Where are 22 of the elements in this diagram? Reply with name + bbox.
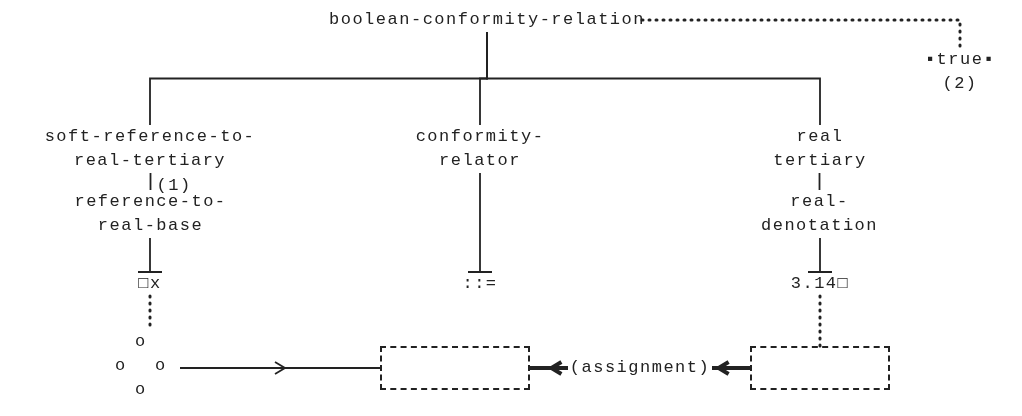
syntax-term: real tertiary	[765, 125, 875, 173]
location-box	[750, 346, 890, 390]
syntax-term: boolean-conformity-relation	[322, 8, 652, 32]
connector-line	[137, 237, 163, 273]
connector-line	[807, 237, 833, 273]
location-box	[380, 346, 530, 390]
syntax-term: soft-reference-to- real-tertiary	[35, 125, 265, 173]
edge-label: (1)	[156, 174, 192, 195]
footnote-mark: (2)	[941, 73, 979, 95]
terminal-symbol: □x	[125, 272, 175, 296]
value-text: ▪true▪	[923, 49, 997, 71]
syntax-term: real- denotation	[757, 190, 882, 238]
terminal-symbol: ::=	[455, 272, 505, 296]
connector-line	[467, 172, 493, 273]
connector-line	[818, 172, 821, 191]
dotted-connector	[818, 294, 822, 348]
connector-line	[149, 172, 152, 191]
connector-line	[486, 31, 821, 126]
syntax-term: conformity- relator	[410, 125, 550, 173]
connector-line	[179, 361, 381, 375]
terminal-symbol: 3.14□	[780, 272, 860, 296]
dotted-connector	[640, 18, 962, 50]
